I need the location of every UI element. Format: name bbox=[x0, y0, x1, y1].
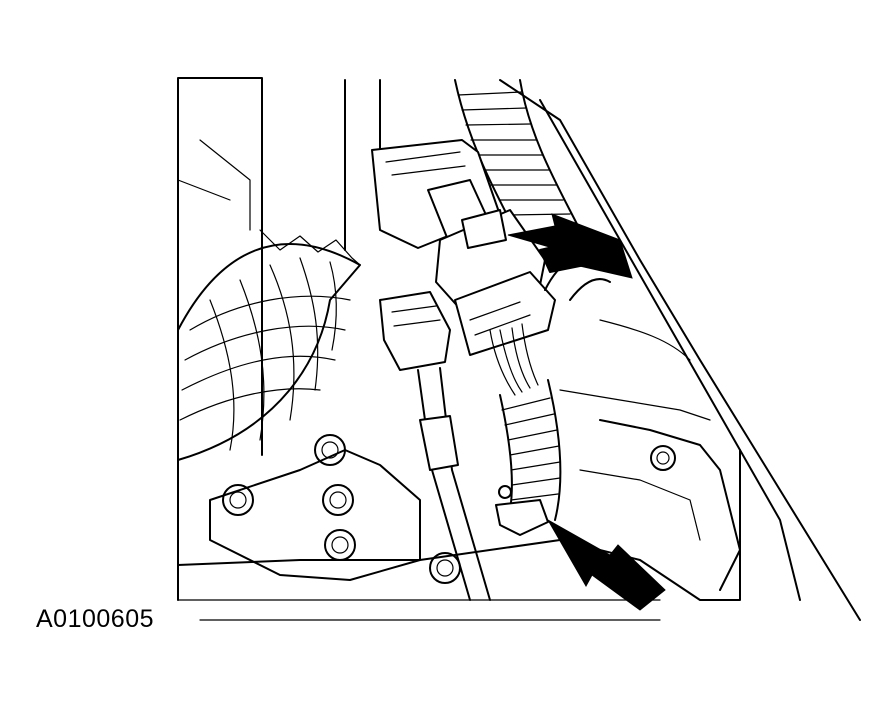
wire-bundle bbox=[489, 323, 539, 396]
bolt bbox=[222, 484, 254, 516]
cable-rod bbox=[417, 367, 491, 601]
bolt bbox=[429, 552, 461, 584]
mesh-sleeve bbox=[177, 229, 361, 461]
sensor-connector bbox=[379, 291, 451, 371]
bolt bbox=[314, 434, 346, 466]
transmission-housing bbox=[559, 319, 741, 591]
bolts bbox=[222, 434, 676, 584]
clip-arrow bbox=[546, 518, 666, 611]
bolt bbox=[650, 445, 676, 471]
electrical-connector bbox=[371, 139, 556, 356]
figure-id-label: A0100605 bbox=[36, 605, 155, 633]
bolt bbox=[322, 484, 354, 516]
mounting-bracket bbox=[209, 449, 421, 581]
chassis-outline bbox=[177, 77, 861, 621]
harness-retaining-clip bbox=[495, 485, 549, 536]
connector-arrow bbox=[507, 213, 633, 279]
bolt bbox=[324, 529, 356, 561]
